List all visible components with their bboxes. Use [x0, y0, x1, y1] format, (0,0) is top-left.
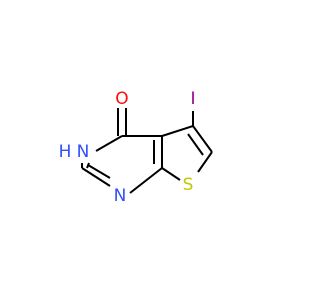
bonds: [81, 108, 213, 194]
bond-c5-c6-b: [187, 133, 204, 156]
atom-nitrogen: N: [114, 186, 127, 206]
atom-sulfur: S: [183, 175, 194, 195]
atom-iodine: I: [190, 89, 195, 109]
bond-s-c7a: [161, 167, 181, 181]
bond-n1-c7a: [129, 167, 163, 194]
bond-c6-s: [197, 151, 213, 173]
atom-nitrogen-h: N: [77, 142, 90, 162]
bond-c2-n1-a: [81, 167, 111, 187]
atom-hydrogen: H: [59, 142, 72, 162]
bond-c4a-c5: [161, 125, 194, 137]
bond-c2-n1-b: [87, 164, 111, 179]
bond-c5-c6-a: [192, 125, 213, 153]
molecule-diagram: O H N N S I: [59, 89, 213, 206]
atom-labels: O H N N S I: [59, 89, 196, 206]
bond-c4-n3: [95, 135, 123, 152]
atom-oxygen: O: [115, 89, 128, 109]
